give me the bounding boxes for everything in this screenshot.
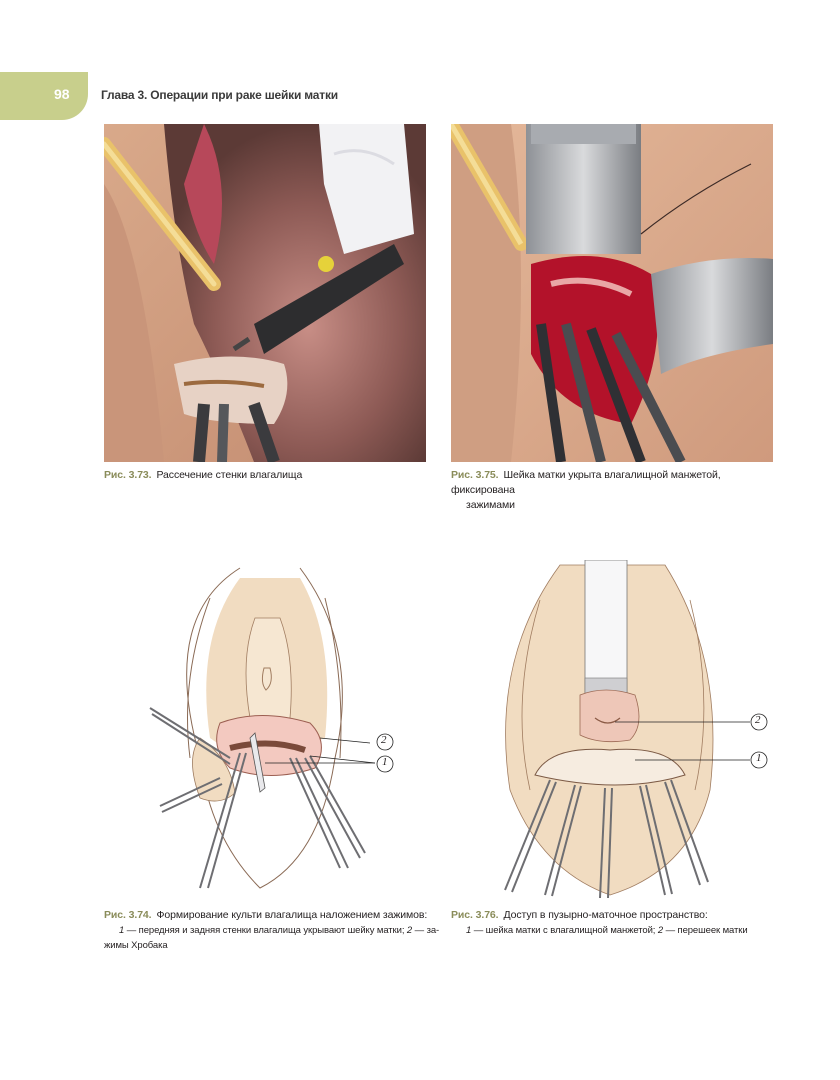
- figure-3-76-caption: Рис. 3.76. Доступ в пузырно-маточное прос…: [451, 908, 781, 938]
- figure-3-73-photo: [104, 124, 426, 462]
- figure-3-74-legend-text-2: — за-: [412, 925, 440, 936]
- figure-3-74-legend-num-2: 2: [406, 925, 413, 936]
- page-number: 98: [54, 86, 70, 102]
- figure-3-75-caption-text: Шейка матки укрыта влагалищной манжетой,…: [451, 469, 721, 496]
- figure-3-74-legend-text-1: — передняя и задняя стенки влагалища укр…: [124, 925, 407, 936]
- figure-3-73-caption: Рис. 3.73. Рассечение стенки влагалища: [104, 468, 426, 483]
- figure-3-76-label: Рис. 3.76.: [451, 909, 499, 921]
- figure-3-75-caption-cont: зажимами: [466, 499, 515, 511]
- figure-3-76-callout-1: 1: [756, 752, 762, 764]
- figure-3-74-drawing: 2 1: [90, 558, 430, 903]
- figure-3-76-legend-text-1: — шейка матки с влагалищной манжетой;: [471, 925, 658, 936]
- figure-3-74-callout-2: 2: [381, 734, 387, 746]
- figure-3-73-label: Рис. 3.73.: [104, 469, 152, 481]
- running-head: Глава 3. Операции при раке шейки матки: [101, 88, 338, 102]
- figure-3-74-caption: Рис. 3.74. Формирование культи влагалища …: [104, 908, 444, 953]
- figure-3-75-caption: Рис. 3.75.Шейка матки укрыта влагалищной…: [451, 468, 781, 513]
- figure-3-75-photo: [451, 124, 773, 462]
- figure-3-76-callout-2: 2: [755, 714, 761, 726]
- figure-3-74-legend-num-1: 1: [119, 925, 125, 936]
- figure-3-76-legend-num-2: 2: [657, 925, 664, 936]
- figure-3-75-label: Рис. 3.75.: [451, 469, 499, 481]
- figure-3-74-callout-1: 1: [382, 756, 388, 768]
- figure-3-74-caption-text: Формирование культи влагалища наложением…: [156, 909, 428, 921]
- figure-3-76-legend-text-2: — перешеек матки: [663, 925, 748, 936]
- figure-3-76-drawing: 2 1: [450, 560, 790, 905]
- figure-3-73-caption-text: Рассечение стенки влагалища: [156, 469, 303, 481]
- figure-3-74-label: Рис. 3.74.: [104, 909, 152, 921]
- figure-3-74-legend-cont: жимы Хробака: [104, 940, 168, 951]
- figure-3-76-legend-num-1: 1: [466, 925, 472, 936]
- page-number-tab: [0, 72, 88, 120]
- figure-3-76-caption-text: Доступ в пузырно-маточное пространство:: [503, 909, 708, 921]
